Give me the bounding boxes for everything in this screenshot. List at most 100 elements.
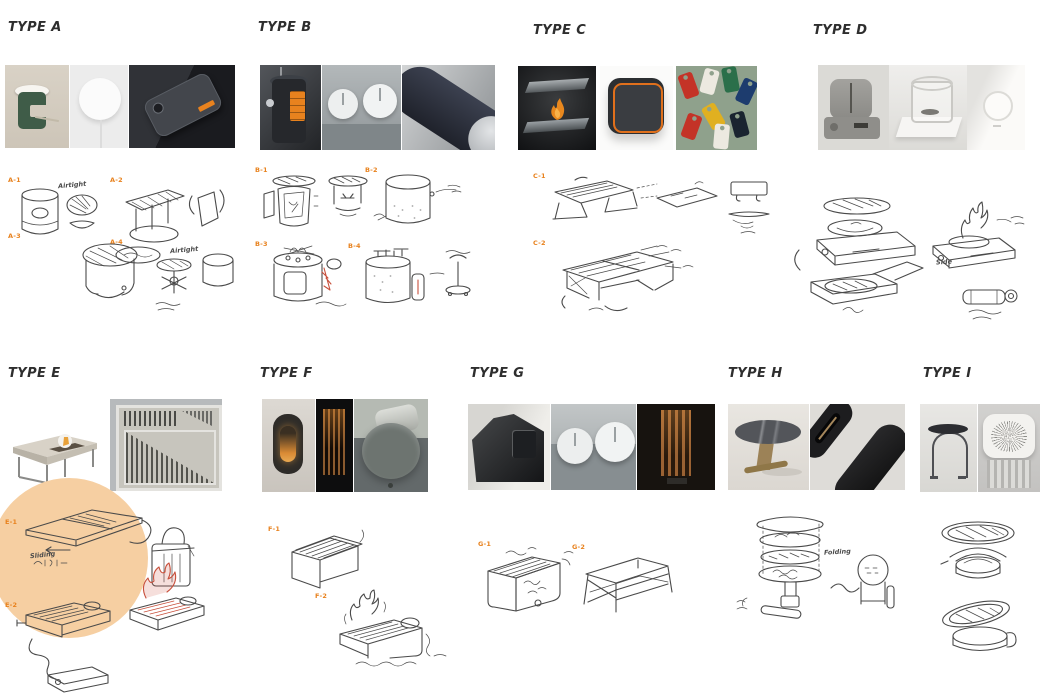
panel-triangle-big xyxy=(126,432,214,483)
section-title-type-d: TYPE D xyxy=(813,23,868,38)
dial-right xyxy=(363,84,397,118)
machine-screen xyxy=(512,430,536,458)
heater-glow xyxy=(661,410,691,476)
sketch-a2-stand xyxy=(125,189,225,243)
disc-shape xyxy=(79,78,121,120)
sketch-a1-canister xyxy=(21,188,98,235)
photo-phone-case xyxy=(129,65,235,148)
photo-colorful-tags xyxy=(676,66,757,150)
sketch-label-g1: G-1 xyxy=(478,540,492,548)
photo-black-tube-grill xyxy=(810,404,905,490)
lamp-notch xyxy=(30,105,50,117)
sketch-h-exploded-stack xyxy=(736,516,895,619)
antenna-shape xyxy=(280,67,282,81)
sketch-b4-pump-stove xyxy=(365,248,471,304)
photo-glass-burner xyxy=(889,65,968,150)
section-title-type-c: TYPE C xyxy=(533,23,587,38)
tag-white-2 xyxy=(712,123,731,150)
orange-display xyxy=(290,91,305,121)
tag-green xyxy=(720,66,741,94)
sketch-i1-grill-stand xyxy=(940,521,1015,579)
case-inner-orange-trim xyxy=(613,83,663,133)
glass-rim xyxy=(911,76,953,91)
sketch-label-f2: F-2 xyxy=(315,592,328,600)
photo-dark-cylinder xyxy=(402,65,495,150)
fan-radial-grill xyxy=(991,421,1027,452)
appliance-knob xyxy=(830,123,838,131)
sketch-g1-toaster-grill xyxy=(487,547,574,612)
sketch-b3-burner xyxy=(273,245,347,307)
sketch-e1-carry-bag xyxy=(151,527,195,587)
heater-foot xyxy=(667,478,687,484)
sketch-b1-stove xyxy=(263,175,368,227)
tag-red xyxy=(677,71,700,100)
table-shadow xyxy=(762,468,802,476)
sketch-label-b4: B-4 xyxy=(348,242,361,250)
burner-plate xyxy=(921,109,939,115)
sketch-f1-box-grill xyxy=(291,529,364,589)
panel-big-block xyxy=(124,430,216,485)
sketch-label-f1: F-1 xyxy=(268,525,281,533)
stove-glow xyxy=(323,409,345,475)
photo-marble-table xyxy=(728,404,809,490)
photo-wall-sconce xyxy=(262,399,315,492)
sketch-label-c1: C-1 xyxy=(533,172,546,180)
photo-wood-slat-heater xyxy=(637,404,715,490)
griddle-bottom-slab xyxy=(522,117,590,134)
section-title-type-a: TYPE A xyxy=(8,20,62,35)
sketch-e2-flame-grill xyxy=(129,562,205,631)
photo-handheld-device xyxy=(260,65,321,150)
photo-fan-grill-top xyxy=(978,404,1040,492)
tube-small xyxy=(810,404,858,464)
sketch-e1-sliding-table xyxy=(25,509,152,567)
sketch-i2-folded-grill xyxy=(942,600,1017,652)
dial-disc xyxy=(362,423,420,479)
panel-base xyxy=(322,124,401,150)
sketch-d-hotplates xyxy=(794,197,1025,320)
sketch-label-e2: E-2 xyxy=(5,601,18,609)
marble-top xyxy=(735,420,801,444)
section-title-type-f: TYPE F xyxy=(260,366,313,381)
sketch-label-e1: E-1 xyxy=(5,518,18,526)
cable-shape xyxy=(100,120,102,148)
appliance-slot xyxy=(850,83,852,113)
stove-wood-window xyxy=(323,409,345,475)
sketch-label-b2: B-2 xyxy=(365,166,378,174)
flame-shape xyxy=(551,98,565,120)
panel-strip xyxy=(124,411,176,426)
sketch-label-a1: A-1 xyxy=(8,176,21,184)
section-title-type-e: TYPE E xyxy=(8,366,61,381)
switch-dash xyxy=(993,125,1001,127)
fan-body-slats xyxy=(987,460,1031,488)
sketch-e2-electric-grill xyxy=(16,601,111,693)
sketch-b2-canister xyxy=(373,174,462,224)
photo-grey-appliance xyxy=(818,65,889,150)
highlight-circle xyxy=(0,478,148,638)
sketch-label-a2: A-2 xyxy=(110,176,123,184)
section-title-type-g: TYPE G xyxy=(470,366,525,381)
switch-circle xyxy=(983,91,1013,121)
section-title-type-h: TYPE H xyxy=(728,366,783,381)
photo-cylinder-dial xyxy=(354,399,428,492)
sketch-label-b3: B-3 xyxy=(255,240,268,248)
sconce-glow-window xyxy=(280,426,296,462)
sketch-f2-flame-grill xyxy=(339,589,447,667)
sketch-label-g2: G-2 xyxy=(572,543,586,551)
sketch-label-c2: C-2 xyxy=(533,239,546,247)
dial-left xyxy=(328,89,358,119)
tag-dark xyxy=(729,110,750,139)
heater-slats xyxy=(661,410,691,476)
cylinder-cap xyxy=(459,107,495,150)
griddle-top-slab xyxy=(524,77,590,94)
photo-white-disc-charger xyxy=(70,65,128,148)
appliance-screen xyxy=(854,123,868,128)
orange-stripe xyxy=(197,99,216,113)
appliance-base xyxy=(824,117,880,139)
disc-right xyxy=(595,422,635,462)
dial-dot xyxy=(388,483,393,488)
sketch-label-b1: B-1 xyxy=(255,166,268,174)
fire-table-shapes xyxy=(13,434,97,484)
photo-angular-machine xyxy=(468,404,550,490)
phone-case-shape xyxy=(141,70,225,140)
